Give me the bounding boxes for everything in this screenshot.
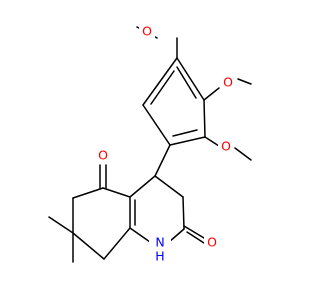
svg-text:O: O: [142, 24, 152, 39]
svg-text:O: O: [207, 235, 217, 250]
svg-text:N: N: [155, 235, 164, 250]
atom-o-middle: O: [220, 74, 236, 90]
methoxy-middle: [203, 78, 252, 101]
svg-text:H: H: [155, 249, 164, 264]
aryl-link-bond: [154, 144, 171, 177]
molecule-structure: O O O O O N H: [48, 23, 252, 264]
svg-text:O: O: [98, 148, 108, 163]
atom-o-top: O: [139, 23, 155, 39]
atom-o-lactam: O: [204, 234, 220, 250]
methoxy-lower: [204, 136, 252, 161]
benzene-ring: [142, 57, 206, 146]
svg-text:O: O: [221, 139, 231, 154]
lactam-carbonyl: [183, 225, 205, 244]
atom-nh: N H: [149, 235, 171, 264]
quinolinone-core: [48, 175, 185, 263]
ketone-carbonyl: [99, 164, 107, 189]
svg-text:O: O: [223, 75, 233, 90]
atom-o-lower: O: [218, 138, 234, 154]
atom-o-ketone: O: [95, 147, 111, 163]
structure-canvas: O O O O O N H: [48, 23, 252, 264]
